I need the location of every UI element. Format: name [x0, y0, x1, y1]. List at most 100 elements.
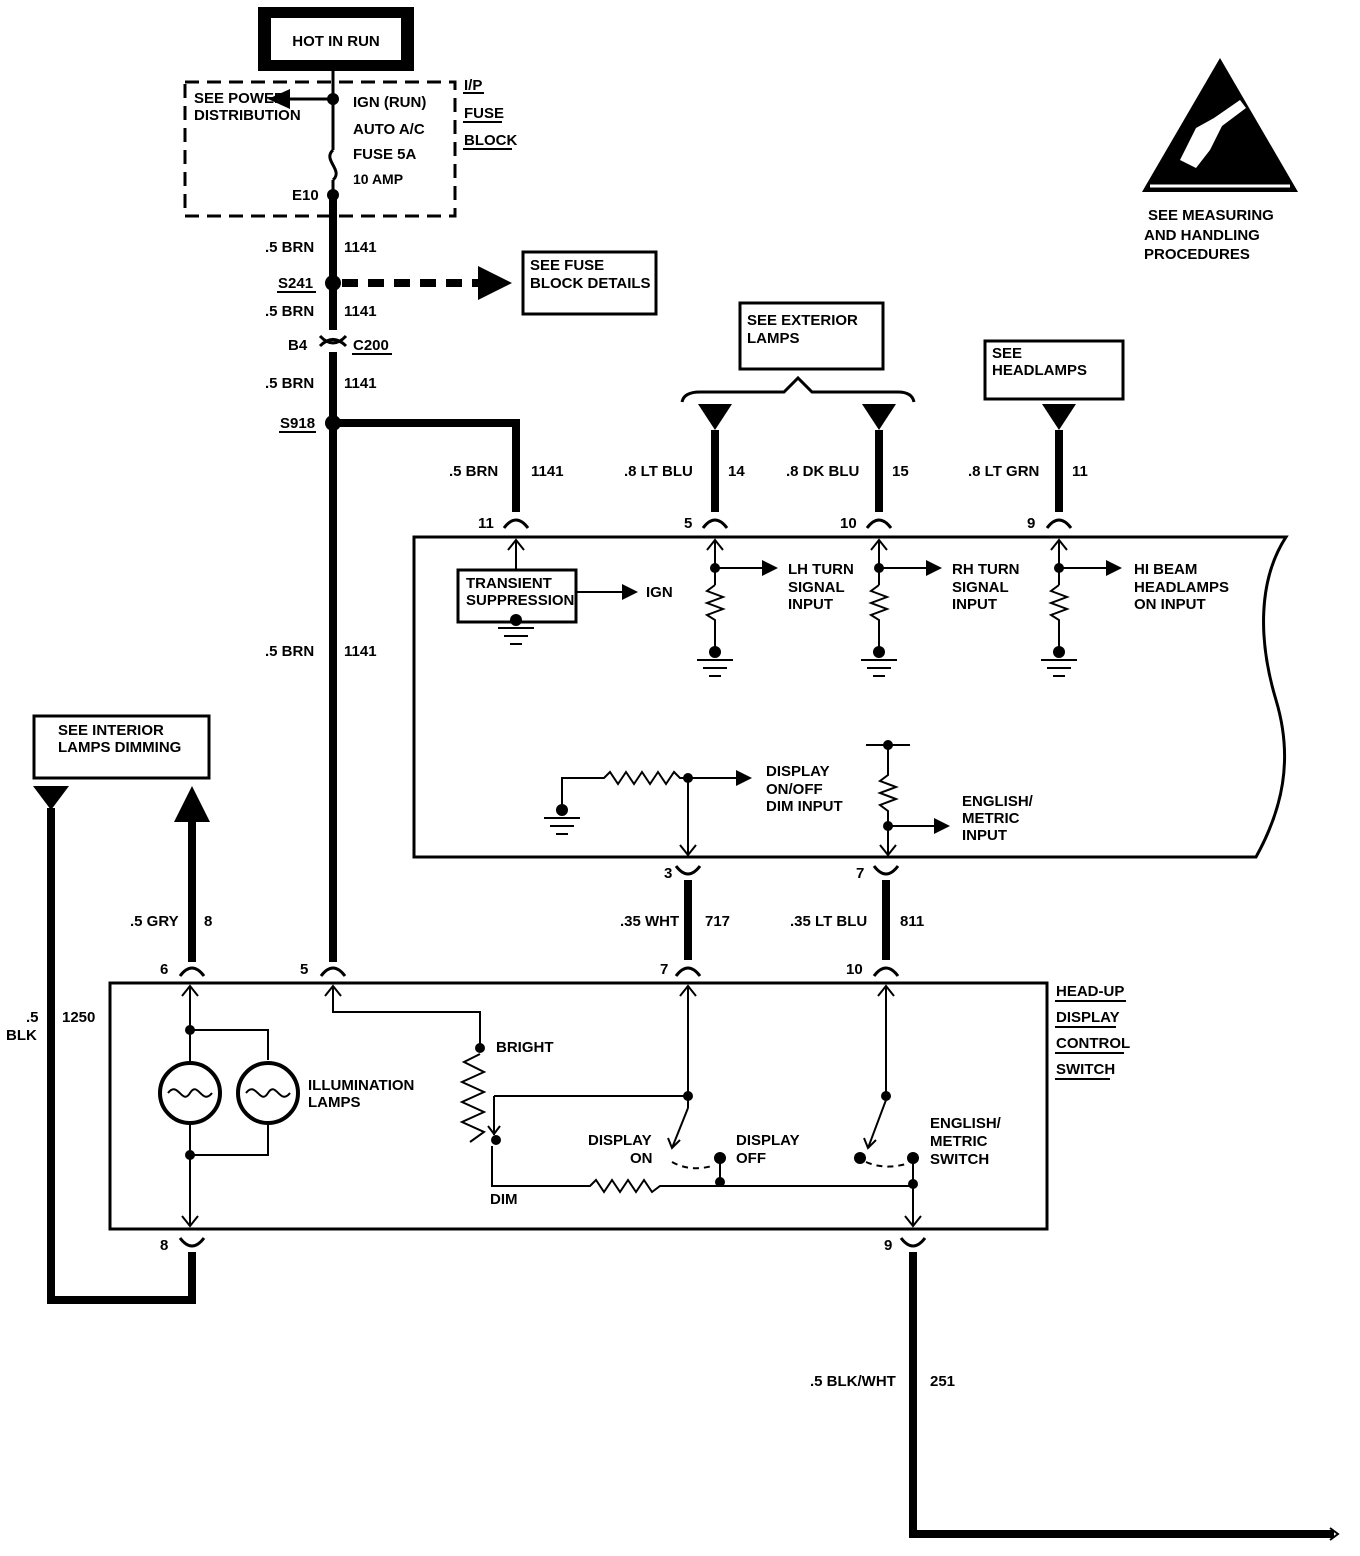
display-on-1: DISPLAY [588, 1132, 652, 1149]
block-label: BLOCK [464, 132, 517, 149]
circuit-717: 717 [705, 913, 730, 930]
see-interior-2: LAMPS DIMMING [58, 739, 181, 756]
arrow-down-icon [698, 404, 732, 430]
c200-label: C200 [353, 337, 389, 354]
see-fuse-block-box [521, 250, 658, 316]
circuit-811: 811 [900, 913, 924, 930]
illumination-lamps-circuit [158, 984, 300, 1228]
rh-turn-2: SIGNAL [952, 579, 1009, 596]
wire-dkblu: .8 DK BLU [786, 463, 859, 480]
eng-metric-in-2: METRIC [962, 810, 1020, 827]
rh-turn-input-circuit [861, 538, 942, 677]
arrow-down-icon [33, 786, 69, 810]
dimmer-rheostat [324, 984, 913, 1194]
illum-2: LAMPS [308, 1094, 361, 1111]
eng-metric-sw-3: SWITCH [930, 1151, 989, 1168]
see-headlamps-1: SEE [992, 345, 1022, 362]
lh-turn-input-circuit [697, 538, 778, 677]
circuit-1141-4: 1141 [344, 643, 377, 660]
display-switch [667, 984, 726, 1187]
lh-turn-1: LH TURN [788, 561, 854, 578]
bright-label: BRIGHT [496, 1039, 554, 1056]
sw-pin-6: 6 [160, 961, 168, 978]
wire-ltgrn: .8 LT GRN [968, 463, 1039, 480]
blk-label-1: .5 [26, 1009, 39, 1026]
eng-metric-in-1: ENGLISH/ [962, 793, 1034, 810]
transient-2: SUPPRESSION [466, 592, 574, 609]
dim-label: DIM [490, 1191, 518, 1208]
eng-metric-in-3: INPUT [962, 827, 1007, 844]
esd-note-2: AND HANDLING [1144, 227, 1260, 244]
ip-fuse-block-outline [183, 80, 457, 218]
illum-1: ILLUMINATION [308, 1077, 414, 1094]
b4-label: B4 [288, 337, 308, 354]
pin-10: 10 [840, 515, 857, 532]
wire-brn-3: .5 BRN [265, 375, 314, 392]
arrow-up-icon [174, 786, 210, 822]
transient-1: TRANSIENT [466, 575, 552, 592]
english-metric-input-circuit [866, 740, 950, 857]
hud-control-switch-outline [108, 981, 1049, 1231]
see-headlamps-2: HEADLAMPS [992, 362, 1087, 379]
wire-blkwht: .5 BLK/WHT [810, 1373, 896, 1390]
esd-warning-icon [1142, 58, 1298, 192]
display-dim-2: ON/OFF [766, 781, 823, 798]
eng-metric-sw-1: ENGLISH/ [930, 1115, 1002, 1132]
e10-label: E10 [292, 187, 319, 204]
fuse-label-2: AUTO A/C [353, 121, 425, 138]
see-headlamps-box [983, 339, 1125, 401]
see-power-label-2: DISTRIBUTION [194, 107, 301, 124]
arrow-down-icon [862, 404, 896, 430]
wire-brn-2: .5 BRN [265, 303, 314, 320]
wire-brn-5: .5 BRN [449, 463, 498, 480]
arrow-right-icon [478, 266, 512, 300]
sw-pin-5: 5 [300, 961, 308, 978]
fuse-label-1: IGN (RUN) [353, 94, 426, 111]
display-dim-1: DISPLAY [766, 763, 830, 780]
rh-turn-1: RH TURN [952, 561, 1020, 578]
pin-5: 5 [684, 515, 692, 532]
display-dim-input-circuit [544, 770, 752, 857]
s241-label: S241 [278, 275, 313, 292]
circuit-14: 14 [728, 463, 745, 480]
see-fuse-label-1: SEE FUSE [530, 257, 604, 274]
sw-pin-7: 7 [660, 961, 668, 978]
fuse-word-label: FUSE [464, 105, 504, 122]
arrow-down-icon [1042, 404, 1076, 430]
hud-module-outline [412, 535, 1289, 859]
fuse-label-3: FUSE 5A [353, 146, 417, 163]
pin-7: 7 [856, 865, 864, 882]
hud-switch-4: SWITCH [1056, 1061, 1115, 1078]
wire-brn-1: .5 BRN [265, 239, 314, 256]
circuit-251: 251 [930, 1373, 955, 1390]
circuit-1141-2: 1141 [344, 303, 377, 320]
circuit-1141-3: 1141 [344, 375, 377, 392]
pin-8: 8 [160, 1237, 168, 1254]
see-power-label-1: SEE POWER [194, 90, 285, 107]
circuit-11: 11 [1072, 463, 1088, 480]
pin-9: 9 [1027, 515, 1035, 532]
pin-11: 11 [478, 515, 494, 532]
transient-box [456, 568, 578, 624]
circuit-8: 8 [204, 913, 212, 930]
hi-beam-input-circuit [1041, 538, 1122, 677]
pin-3: 3 [664, 865, 672, 882]
wire-ltblu: .8 LT BLU [624, 463, 693, 480]
circuit-1141-5: 1141 [531, 463, 564, 480]
ip-label: I/P [464, 77, 482, 94]
circuit-15: 15 [892, 463, 909, 480]
wire-ltblu35: .35 LT BLU [790, 913, 867, 930]
see-interior-box [32, 714, 211, 780]
hot-in-run-label: HOT IN RUN [292, 33, 380, 50]
display-on-2: ON [630, 1150, 653, 1167]
sw-pin-10: 10 [846, 961, 863, 978]
hud-switch-2: DISPLAY [1056, 1009, 1120, 1026]
lh-turn-3: INPUT [788, 596, 833, 613]
hud-switch-3: CONTROL [1056, 1035, 1130, 1052]
lh-turn-2: SIGNAL [788, 579, 845, 596]
circuit-1141-1: 1141 [344, 239, 377, 256]
circuit-1250: 1250 [62, 1009, 95, 1026]
display-dim-3: DIM INPUT [766, 798, 843, 815]
esd-note-3: PROCEDURES [1144, 246, 1250, 263]
